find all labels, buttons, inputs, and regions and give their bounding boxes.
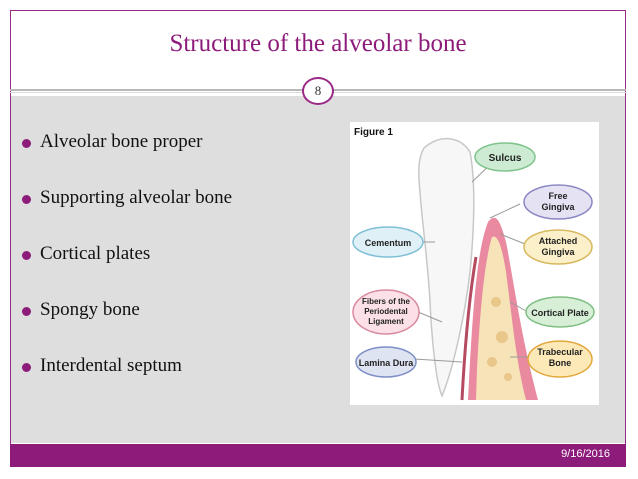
slide-title: Structure of the alveolar bone — [169, 30, 467, 57]
tooth-shape — [418, 138, 475, 398]
bullet-dot-icon — [22, 195, 31, 204]
cementum-label-bubble — [352, 226, 424, 258]
lamina-dura-line — [460, 256, 478, 401]
attached-gingiva-label-line2: Gingiva — [541, 247, 575, 257]
trabecular-pore — [487, 357, 497, 367]
bullet-item: Supporting alveolar bone — [22, 184, 232, 240]
trabecular-bone-label-bubble — [527, 340, 593, 378]
attached-gingiva-label-line1: Attached — [539, 236, 578, 246]
bullet-dot-icon — [22, 363, 31, 372]
slide-date: 9/16/2016 — [561, 448, 610, 460]
bullet-item: Alveolar bone proper — [22, 128, 232, 184]
page-number: 8 — [314, 83, 322, 98]
tooth-anatomy-figure: Figure 1 Sulc — [350, 122, 599, 405]
bullet-item: Spongy bone — [22, 296, 232, 352]
cementum-label: Cementum — [365, 238, 412, 248]
trabecular-pore — [496, 331, 508, 343]
cortical-plate-label: Cortical Plate — [531, 308, 589, 318]
bullet-item: Interdental septum — [22, 352, 232, 408]
fibers-label-line1: Fibers of the — [362, 297, 411, 306]
trabecular-pore — [504, 373, 512, 381]
bullet-dot-icon — [22, 251, 31, 260]
tooth-anatomy-diagram: Figure 1 Sulc — [352, 127, 595, 401]
page-number-badge: 8 — [302, 77, 334, 105]
attached-gingiva-label-bubble — [523, 229, 593, 265]
lamina-dura-label-bubble — [355, 346, 417, 378]
trabecular-pore — [491, 297, 501, 307]
sulcus-label-bubble — [474, 142, 536, 172]
bullet-item: Cortical plates — [22, 240, 232, 296]
figure-caption: Figure 1 — [354, 127, 393, 138]
bullet-text: Spongy bone — [40, 299, 140, 320]
free-gingiva-label-line1: Free — [548, 191, 567, 201]
trabecular-bone-label-line2: Bone — [549, 358, 572, 368]
bullet-list: Alveolar bone proper Supporting alveolar… — [22, 128, 232, 408]
fibers-label-line2: Periodental — [364, 307, 408, 316]
bullet-text: Supporting alveolar bone — [40, 187, 233, 208]
footer-bar: 9/16/2016 — [10, 444, 626, 467]
cortical-plate-label-bubble — [525, 296, 595, 328]
bullet-dot-icon — [22, 139, 31, 148]
bullet-text: Alveolar bone proper — [40, 131, 203, 152]
bullet-dot-icon — [22, 307, 31, 316]
trabecular-bone-label-line1: Trabecular — [537, 347, 583, 357]
lamina-dura-label: Lamina Dura — [359, 358, 415, 368]
bullet-text: Cortical plates — [40, 243, 151, 264]
sulcus-label: Sulcus — [489, 153, 522, 164]
fibers-label-line3: Ligament — [368, 317, 404, 326]
fibers-label-bubble — [352, 289, 420, 335]
connector-lines — [413, 156, 529, 363]
bullet-text: Interdental septum — [40, 355, 182, 376]
free-gingiva-label-bubble — [523, 184, 593, 220]
free-gingiva-label-line2: Gingiva — [541, 202, 575, 212]
